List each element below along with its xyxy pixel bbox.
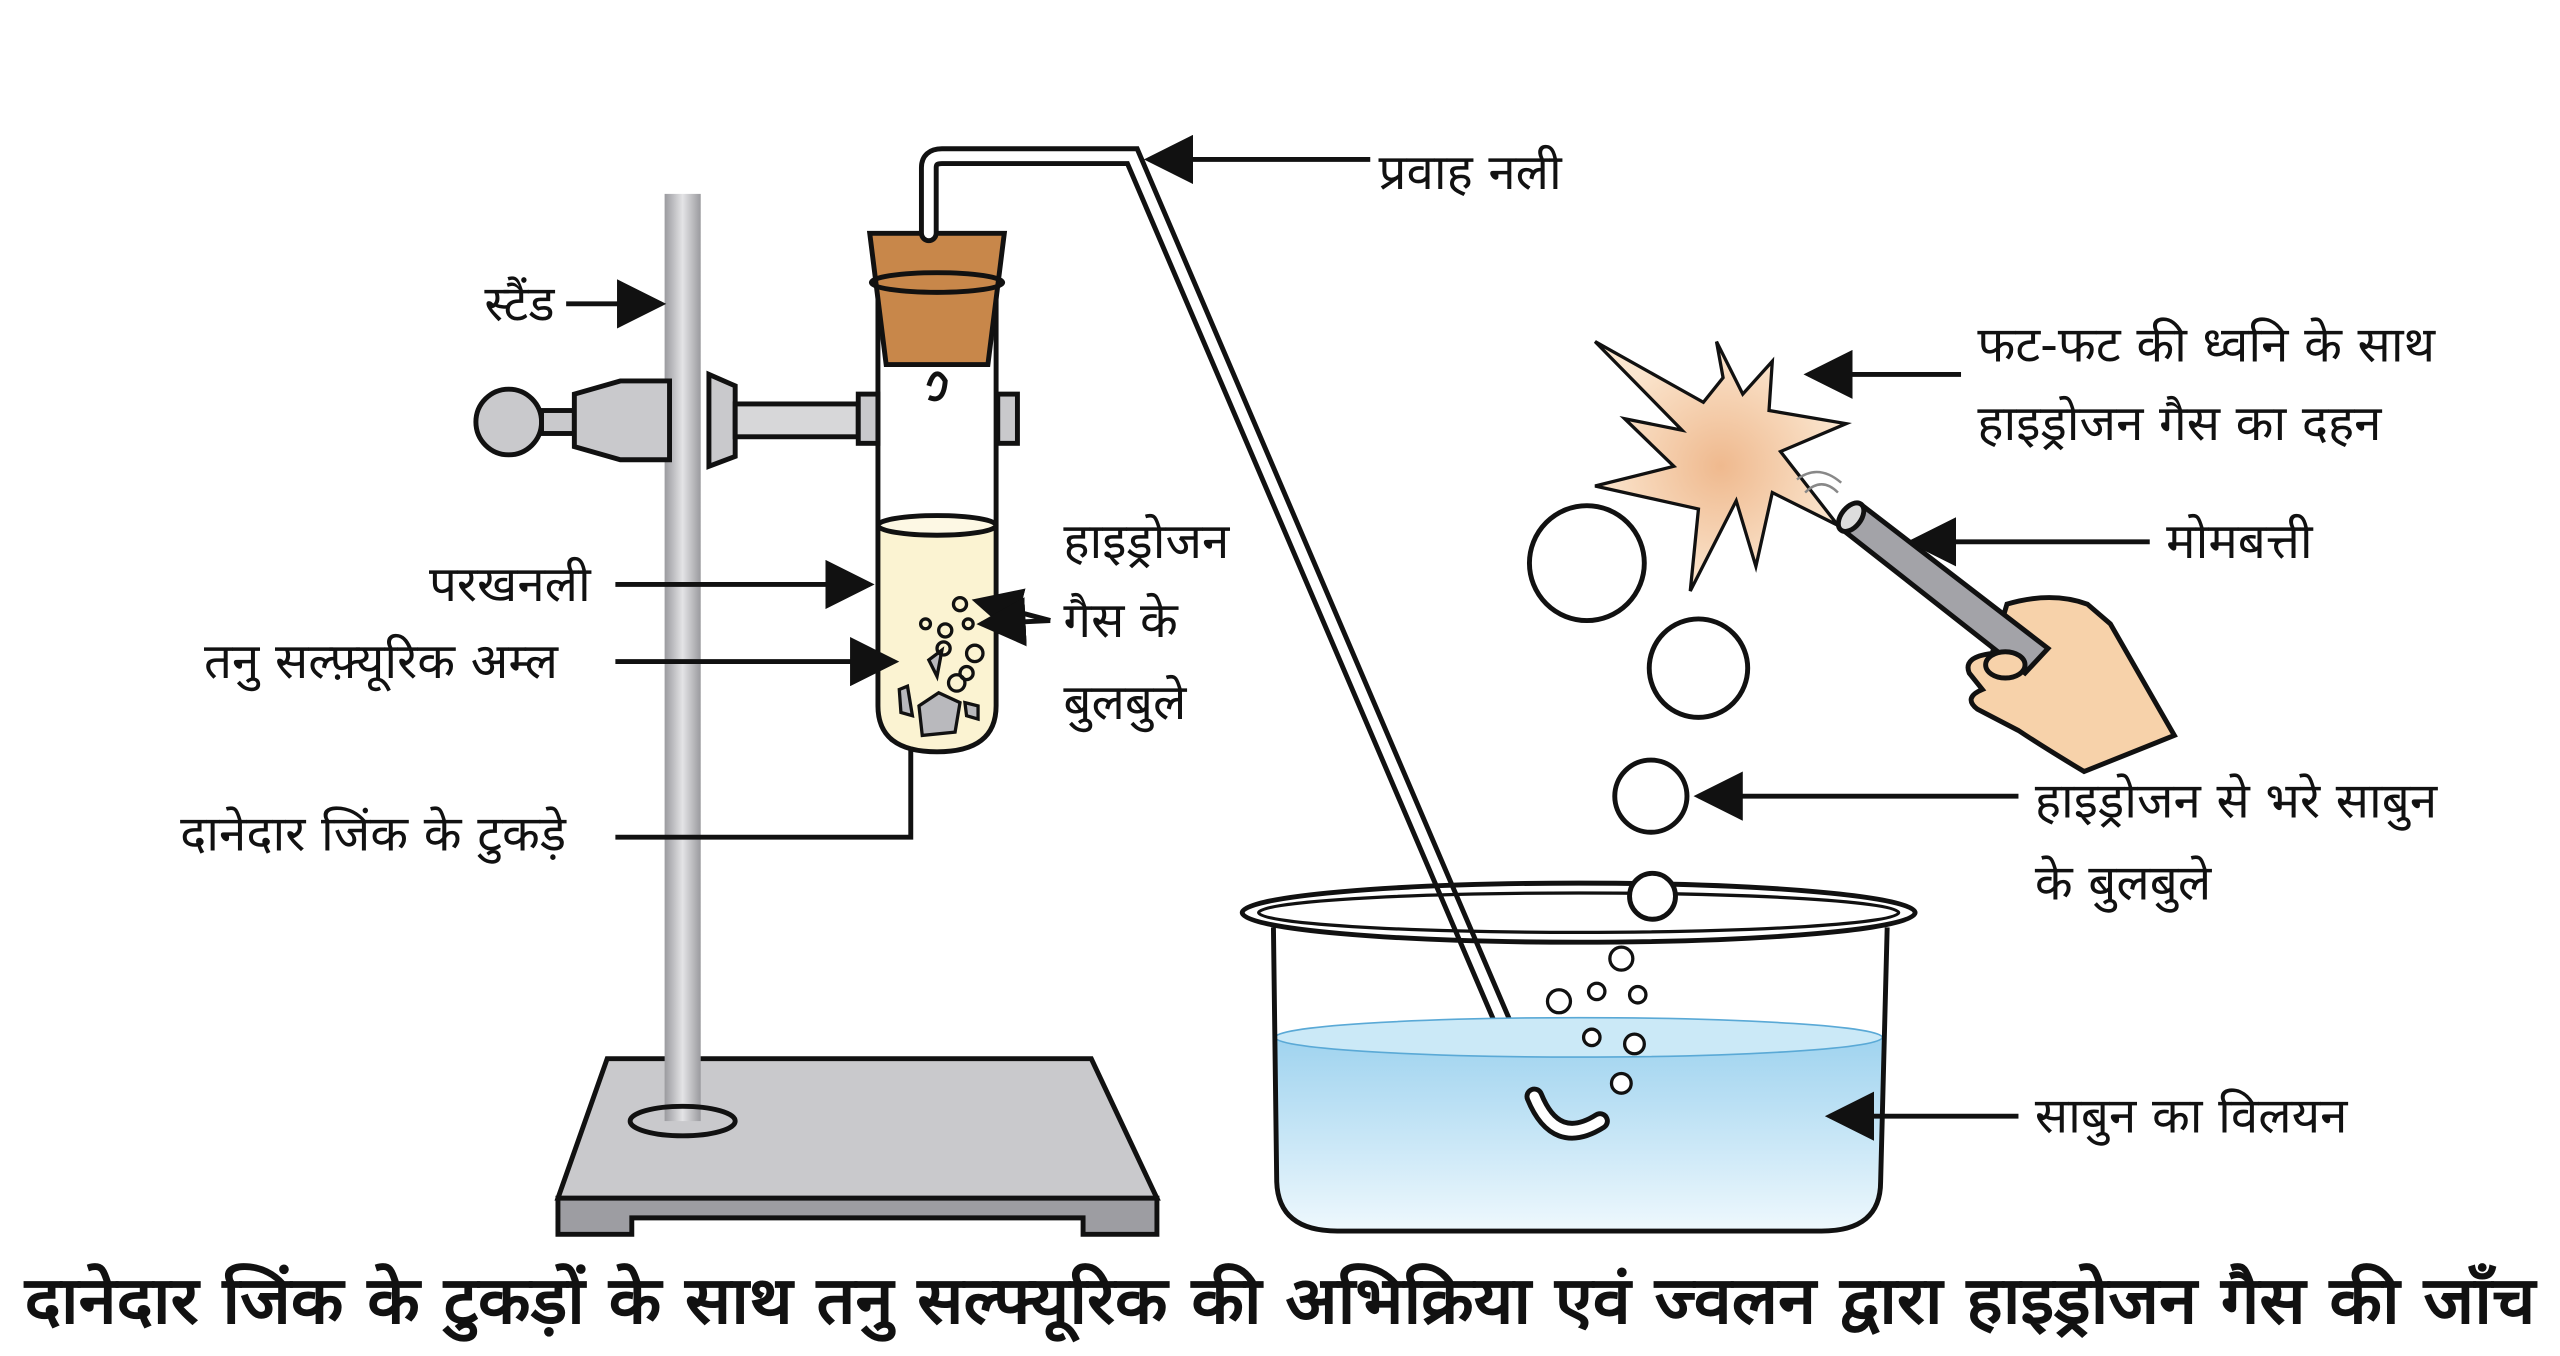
label-combustion-line1: फट-फट की ध्वनि के साथ (1977, 315, 2436, 373)
label-soap-bubbles-line2: के बुलबुले (2035, 854, 2213, 914)
label-gas-bubbles-line3: बुलबुले (1063, 673, 1188, 733)
combustion-burst-icon (1593, 340, 1852, 592)
label-test-tube: परखनली (429, 555, 592, 613)
test-tube (866, 230, 1008, 755)
trough-with-soap-solution (1239, 880, 1918, 1234)
candle-in-hand (1796, 470, 2178, 775)
pointer-arrows (566, 134, 2150, 1141)
label-delivery-tube: प्रवाह नली (1378, 143, 1563, 201)
zinc-granules (897, 646, 980, 738)
soap-bubbles (1526, 503, 1751, 922)
label-stand: स्टैंड (484, 274, 555, 332)
label-combustion-line2: हाइड्रोजन गैस का दहन (1977, 394, 2382, 452)
clamp (473, 370, 1020, 470)
diagram-title: दानेदार जिंक के टुकड़ों के साथ तनु सल्फ्… (23, 1263, 2538, 1343)
label-candle: मोमबत्ती (2166, 512, 2314, 570)
delivery-tube (918, 146, 1610, 1141)
label-soap-bubbles-line1: हाइड्रोजन से भरे साबुन (2035, 771, 2438, 831)
label-gas-bubbles-line2: गैस के (1063, 591, 1179, 649)
cork (866, 230, 1008, 368)
label-gas-bubbles-line1: हाइड्रोजन (1063, 512, 1230, 570)
label-zinc-granules: दानेदार जिंक के टुकड़े (180, 804, 567, 864)
label-soap-solution: साबुन का विलयन (2035, 1087, 2348, 1147)
label-dilute-sulphuric-acid: तनु सल्फ़्यूरिक अम्ल (204, 632, 560, 692)
stand (554, 193, 1161, 1237)
